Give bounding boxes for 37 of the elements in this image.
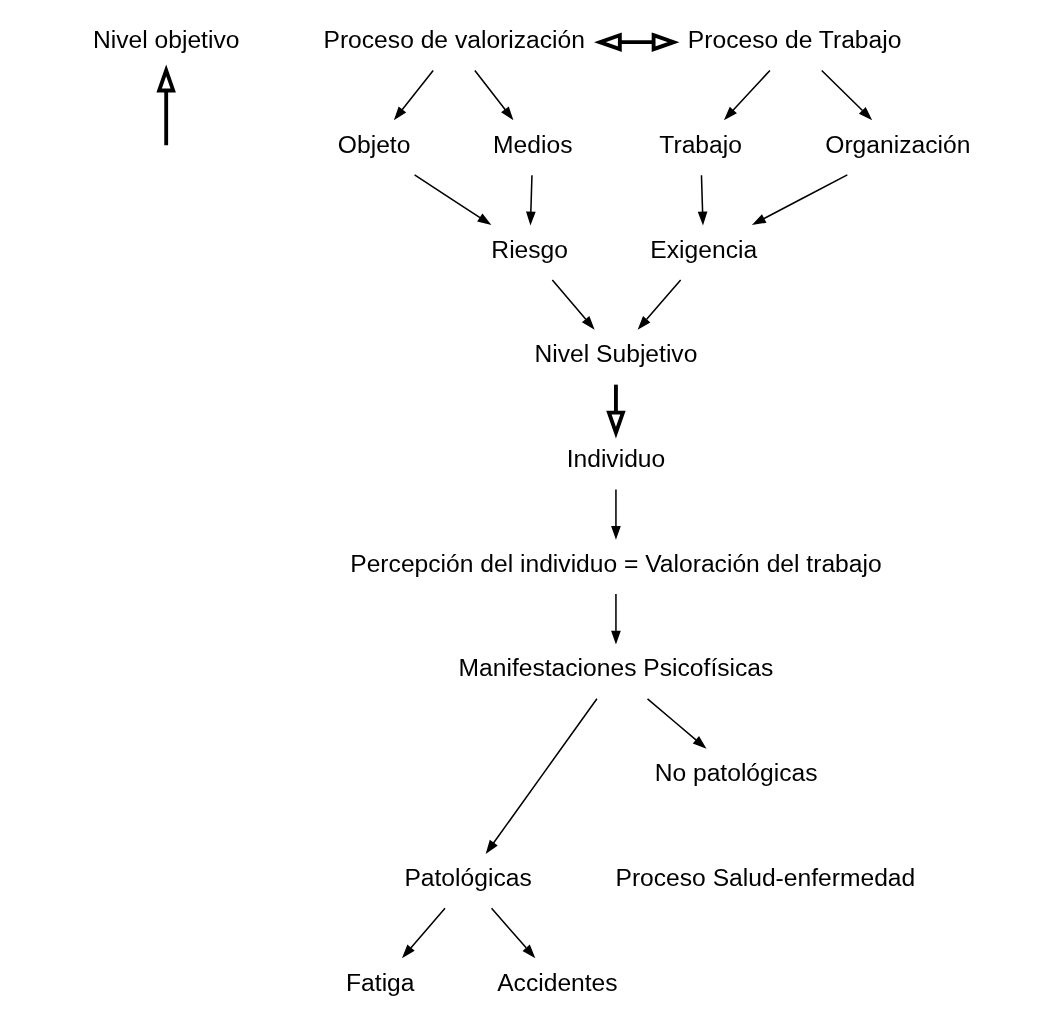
arrow — [611, 593, 621, 645]
node-text: Organización — [825, 130, 971, 158]
node-text: Fatiga — [346, 968, 415, 996]
node-text: Proceso de Trabajo — [687, 26, 902, 54]
arrow — [490, 907, 536, 959]
arrow — [723, 69, 771, 121]
arrow — [594, 32, 680, 52]
node-text: Manifestaciones Psicofísicas — [458, 654, 774, 682]
label: Proceso Salud-enfermedad — [615, 863, 916, 891]
node-text: Riesgo — [491, 235, 569, 263]
node-text: Nivel objetivo — [92, 26, 240, 54]
node-text: Percepción del individuo = Valoración del trabajo — [350, 549, 882, 577]
arrow — [697, 174, 708, 226]
node-text: Medios — [493, 130, 573, 158]
node-text: No patológicas — [654, 759, 818, 787]
arrow — [393, 69, 434, 121]
arrow — [637, 279, 682, 330]
arrow — [646, 698, 707, 749]
arrow — [606, 384, 626, 439]
node-text: Trabajo — [659, 130, 742, 158]
node-text: Proceso de valorización — [323, 26, 585, 54]
arrow — [526, 174, 536, 226]
arrow — [551, 279, 595, 330]
arrow — [611, 488, 621, 540]
node-text: Individuo — [566, 444, 666, 472]
node-text: Exigencia — [650, 235, 758, 263]
arrow — [401, 907, 446, 959]
arrow — [820, 69, 873, 121]
arrow — [485, 697, 598, 854]
arrow — [474, 69, 514, 121]
node-text: Nivel Subjetivo — [534, 340, 698, 368]
node-text: Accidentes — [497, 968, 618, 996]
arrow — [413, 174, 492, 226]
node-text: Objeto — [337, 130, 411, 158]
arrow — [156, 64, 176, 146]
arrow — [751, 174, 849, 225]
node-text: Patológicas — [404, 863, 532, 891]
